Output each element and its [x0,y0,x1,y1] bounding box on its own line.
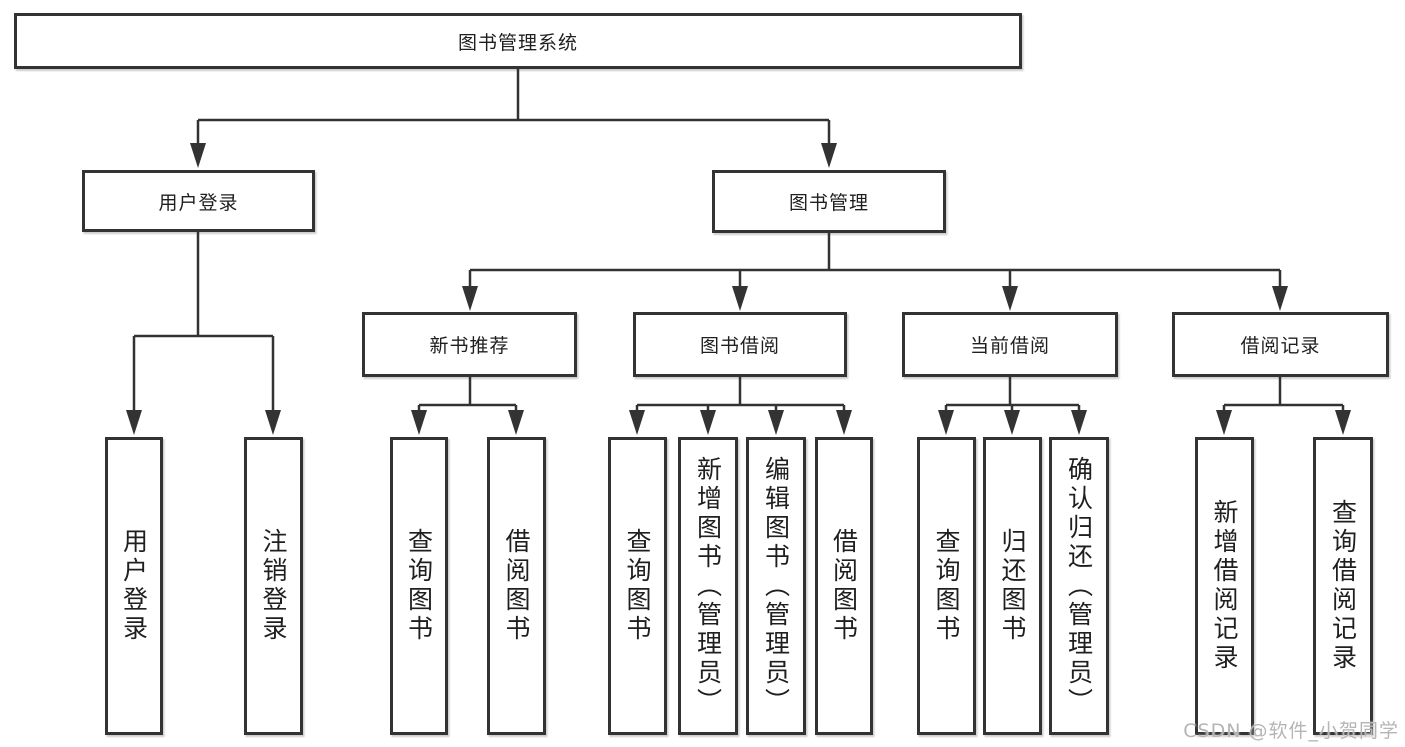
leaf-user-login: 用户登录 [105,437,163,735]
arrowheads [126,143,1351,435]
leaf-query-books-borrowing: 查询图书 [608,437,667,735]
leaf-query-borrow-record: 查询借阅记录 [1313,437,1373,735]
leaf-return-books: 归还图书 [983,437,1042,735]
node-root-system: 图书管理系统 [14,13,1022,69]
leaf-confirm-return-admin: 确认归还（管理员） [1049,437,1109,735]
node-book-borrowing: 图书借阅 [633,312,847,377]
node-user-login: 用户登录 [82,170,315,232]
node-book-management: 图书管理 [712,170,946,233]
leaf-add-borrow-record: 新增借阅记录 [1195,437,1254,735]
node-new-book-recommend: 新书推荐 [362,312,577,377]
csdn-watermark: CSDN @软件_小贺同学 [1183,720,1399,742]
node-current-borrowing: 当前借阅 [902,312,1118,377]
leaf-add-books-admin: 新增图书（管理员） [678,437,738,735]
tree-edges [132,69,1345,413]
leaf-edit-books-admin: 编辑图书（管理员） [746,437,806,735]
leaf-query-books-current: 查询图书 [917,437,976,735]
leaf-query-books-recommend: 查询图书 [390,437,448,735]
leaf-borrow-books-borrowing: 借阅图书 [815,437,873,735]
node-borrowing-records: 借阅记录 [1172,312,1389,377]
leaf-logout-login: 注销登录 [244,437,303,735]
leaf-borrow-books-recommend: 借阅图书 [487,437,546,735]
